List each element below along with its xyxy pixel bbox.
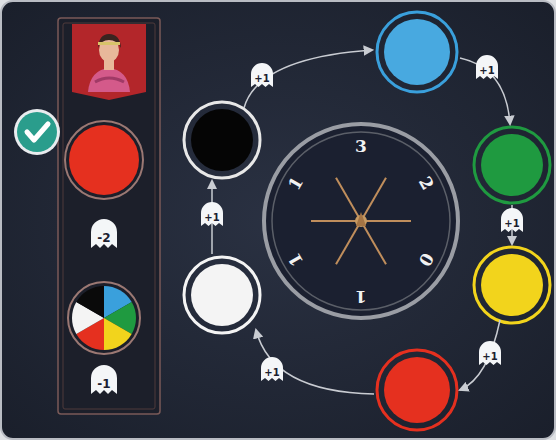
step-bonus: +1	[204, 213, 219, 223]
penalty-value: -2	[97, 232, 110, 244]
step-bonus: +1	[479, 66, 494, 76]
penalty-value: -1	[97, 378, 110, 390]
step-bonus: +1	[482, 352, 497, 362]
ghost-tokens	[201, 55, 523, 381]
color-ring	[184, 12, 550, 430]
step-bonus: +1	[264, 368, 279, 378]
step-bonus: +1	[254, 74, 269, 84]
check-badge	[14, 109, 60, 155]
step-bonus: +1	[504, 219, 519, 229]
dial	[264, 124, 458, 318]
dial-number: 3	[355, 138, 367, 155]
flow-arrows	[212, 50, 512, 394]
dial-number: 1	[355, 288, 367, 305]
left-panel	[58, 18, 160, 414]
